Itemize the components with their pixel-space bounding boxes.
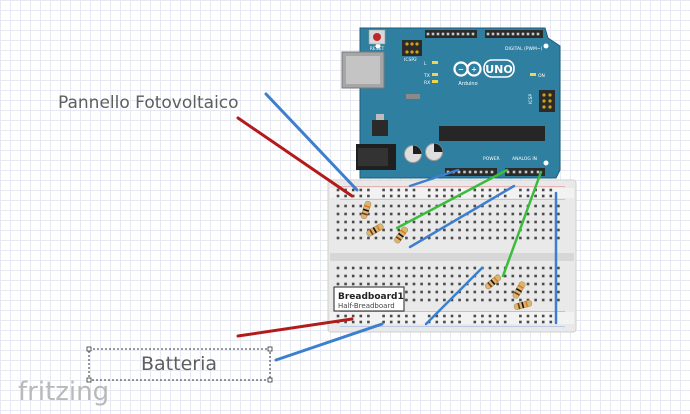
led-tx-label: TX: [423, 73, 430, 79]
wire-red[interactable]: [236, 317, 354, 338]
usb-connector: [341, 51, 385, 89]
digital-label: DIGITAL (PWM~): [505, 46, 543, 52]
icsp2-header: [402, 40, 422, 56]
reset-label: RESET: [370, 46, 385, 52]
icsp-label: ICSP: [528, 94, 534, 104]
arduino-uno-board[interactable]: RESET ICSP2 DIGITAL (PWM~) L TX RX ON: [341, 27, 561, 179]
wire-blue[interactable]: [408, 168, 460, 188]
mounting-hole: [375, 43, 381, 49]
wire-blue[interactable]: [274, 322, 384, 362]
arduino-logo: − + UNO Arduino: [453, 59, 515, 87]
mounting-hole: [543, 43, 549, 49]
resistor[interactable]: [484, 274, 502, 290]
resistor[interactable]: [366, 223, 385, 237]
icsp2-label: ICSP2: [404, 57, 417, 63]
power-jack: [356, 144, 396, 170]
breadboard-title: Breadboard1: [338, 292, 404, 302]
power-label: POWER: [483, 156, 500, 162]
digital-header: [425, 30, 543, 38]
battery-label: Batteria: [141, 353, 217, 375]
reset-button-icon[interactable]: [373, 33, 381, 41]
fritzing-logo: fritzing: [18, 377, 109, 407]
microcontroller-chip: [439, 126, 545, 141]
capacitors: [404, 143, 443, 163]
brand-label: Arduino: [458, 81, 477, 87]
icsp-header: [539, 90, 555, 112]
infinity-icon: − +: [453, 61, 482, 77]
reset-button[interactable]: [368, 29, 386, 45]
wires: [236, 92, 558, 362]
wire-blue[interactable]: [264, 92, 359, 192]
analog-label: ANALOG IN: [512, 156, 537, 162]
wire-blue[interactable]: [408, 184, 516, 249]
resistor[interactable]: [360, 200, 372, 220]
wire-red[interactable]: [236, 116, 354, 198]
wire-green[interactable]: [395, 168, 509, 230]
crystal: [406, 94, 420, 99]
power-header: [445, 168, 545, 176]
on-label: ON: [538, 73, 545, 79]
status-leds: [432, 61, 536, 83]
resistor[interactable]: [393, 226, 408, 244]
breadboard-tooltip: Breadboard1 Half-Breadboard: [333, 286, 405, 312]
voltage-regulator: [372, 120, 388, 136]
mounting-hole: [543, 160, 549, 166]
led-rx-label: RX: [424, 80, 430, 86]
breadboard-subtitle: Half-Breadboard: [338, 302, 395, 310]
wire-green[interactable]: [501, 170, 543, 278]
resistor[interactable]: [513, 300, 533, 310]
panel-label: Pannello Fotovoltaico: [58, 93, 239, 113]
battery-box[interactable]: Batteria: [86, 346, 273, 383]
wire-blue[interactable]: [424, 266, 484, 326]
resistor[interactable]: [512, 281, 526, 300]
regulator-tab: [376, 114, 384, 120]
model-label: UNO: [485, 63, 513, 76]
led-l-label: L: [424, 61, 427, 67]
svg-text:−: −: [458, 66, 464, 74]
svg-text:+: +: [471, 66, 477, 74]
